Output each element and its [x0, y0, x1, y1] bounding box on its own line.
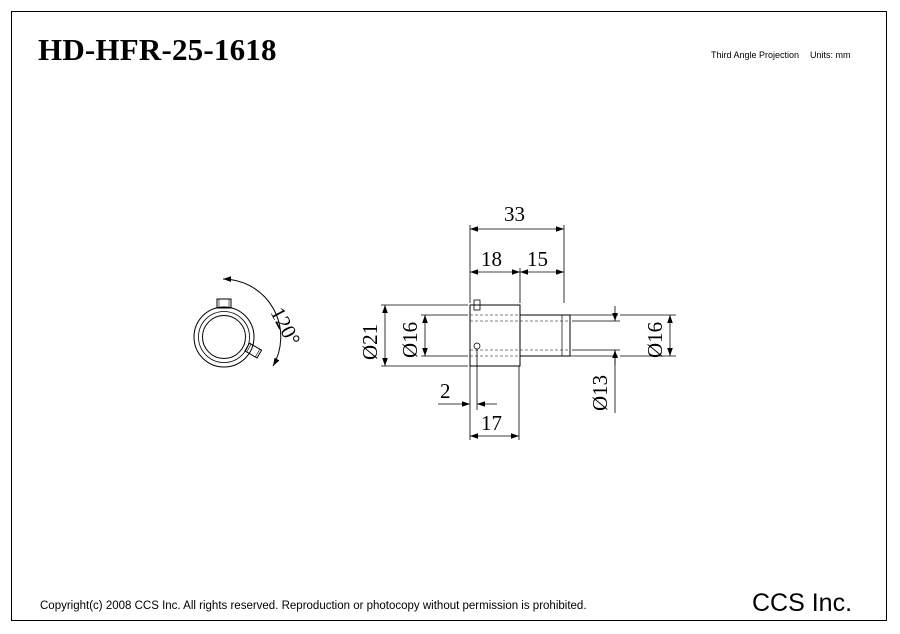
tube-diameter-dimension	[572, 306, 620, 413]
part-number-title: HD-HFR-25-1618	[38, 32, 277, 67]
end-view-bore	[202, 315, 246, 359]
drawing-frame	[11, 11, 887, 621]
angle-dimension-label: 120°	[266, 303, 306, 350]
screw-position-label: 17	[481, 411, 502, 435]
units-note: Units: mm	[810, 50, 851, 60]
rear-length-label: 15	[527, 247, 548, 271]
angle-dimension-arc	[222, 276, 282, 367]
left-diameter-dimensions	[381, 304, 468, 367]
overall-length-label: 33	[504, 202, 525, 226]
screw-offset-dimension	[438, 349, 497, 440]
end-view-ring	[198, 311, 250, 363]
company-name: CCS Inc.	[752, 589, 853, 617]
section-length-dimensions	[470, 268, 564, 303]
outer-diameter-label: Ø21	[358, 324, 382, 360]
collar-body	[469, 304, 521, 367]
copyright-notice: Copyright(c) 2008 CCS Inc. All rights re…	[40, 600, 587, 612]
end-view	[193, 276, 282, 368]
overall-length-dimension	[469, 225, 565, 303]
screw-position-dimension	[470, 366, 520, 440]
rear-tube	[519, 314, 571, 357]
projection-note: Third Angle Projection	[711, 50, 800, 60]
rear-diameter-dimension	[620, 314, 676, 357]
front-length-label: 18	[481, 247, 502, 271]
side-top-screw	[473, 299, 481, 311]
screw-offset-label: 2	[440, 379, 451, 403]
inner-diameter-label: Ø16	[398, 322, 422, 358]
side-screw-hole	[473, 342, 481, 350]
side-view	[469, 299, 618, 367]
rear-diameter-label: Ø16	[643, 322, 667, 358]
tube-diameter-label: Ø13	[588, 375, 612, 411]
